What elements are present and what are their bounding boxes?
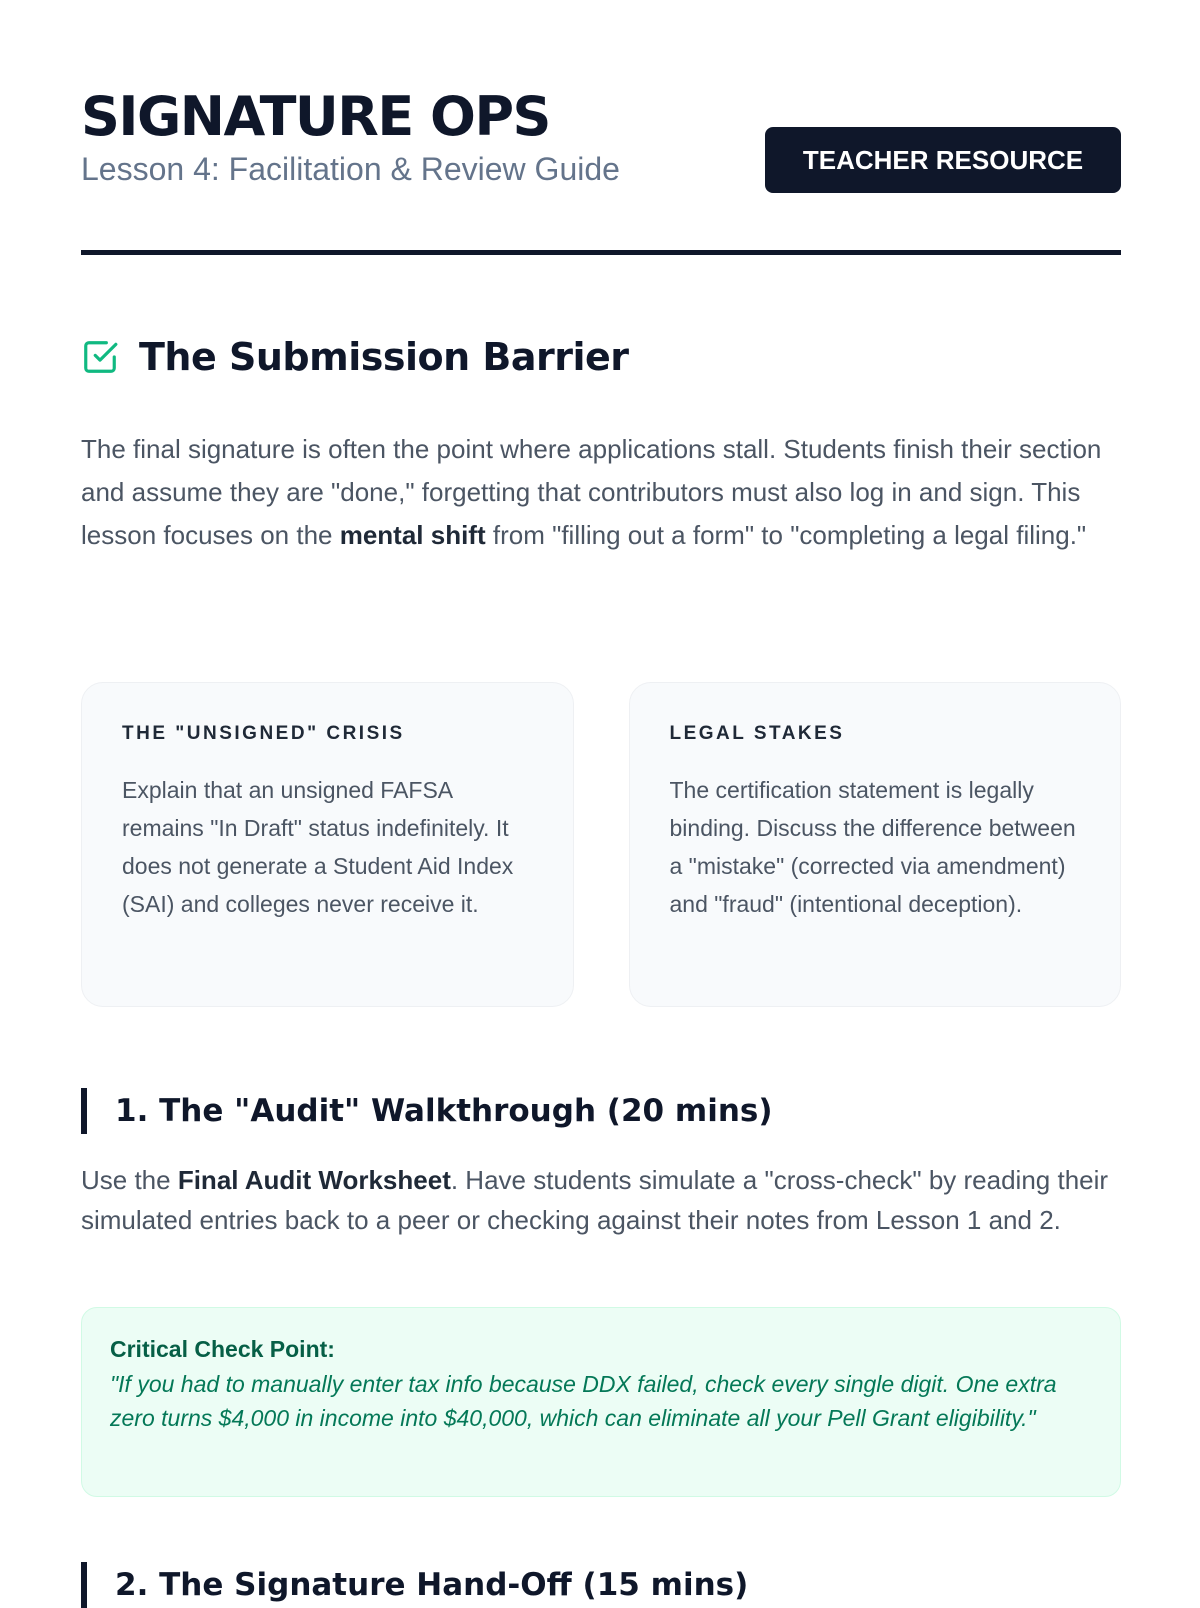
section-heading: The Submission Barrier (81, 335, 629, 379)
step2-heading: 2. The Signature Hand-Off (15 mins) (81, 1562, 748, 1608)
intro-paragraph: The final signature is often the point w… (81, 428, 1121, 557)
teacher-resource-badge: TEACHER RESOURCE (765, 127, 1121, 193)
card-title: LEGAL STAKES (669, 723, 845, 744)
checkbox-icon (84, 341, 118, 373)
step1-text: Use the (81, 1165, 178, 1195)
intro-bold: mental shift (339, 520, 486, 550)
step1-text-end: . Have students simulate a "cross-check"… (81, 1165, 1109, 1235)
page-title: SIGNATURE OPS (81, 85, 551, 148)
callout-quote: "If you had to manually enter tax info b… (110, 1371, 1057, 1431)
card-body: The certification statement is legally b… (669, 777, 1076, 917)
callout-label: Critical Check Point: (110, 1336, 335, 1362)
page-subtitle: Lesson 4: Facilitation & Review Guide (81, 151, 620, 187)
intro-text-end: from "filling out a form" to "completing… (485, 520, 1087, 550)
step1-heading: 1. The "Audit" Walkthrough (20 mins) (81, 1088, 773, 1134)
card-title: THE "UNSIGNED" CRISIS (122, 723, 405, 744)
critical-check-callout: Critical Check Point: "If you had to man… (81, 1307, 1121, 1497)
worksheet-name: Final Audit Worksheet (177, 1165, 451, 1195)
intro-text: The final signature is often the point w… (81, 434, 1102, 550)
page-header: SIGNATURE OPS Lesson 4: Facilitation & R… (81, 85, 1121, 255)
info-cards: THE "UNSIGNED" CRISIS Explain that an un… (81, 682, 1121, 1007)
card-body: Explain that an unsigned FAFSA remains "… (122, 777, 514, 917)
step1-paragraph: Use the Final Audit Worksheet. Have stud… (81, 1160, 1121, 1240)
card-legal-stakes: LEGAL STAKES The certification statement… (628, 682, 1121, 1007)
card-unsigned-crisis: THE "UNSIGNED" CRISIS Explain that an un… (81, 682, 574, 1007)
section-title: The Submission Barrier (139, 335, 629, 379)
